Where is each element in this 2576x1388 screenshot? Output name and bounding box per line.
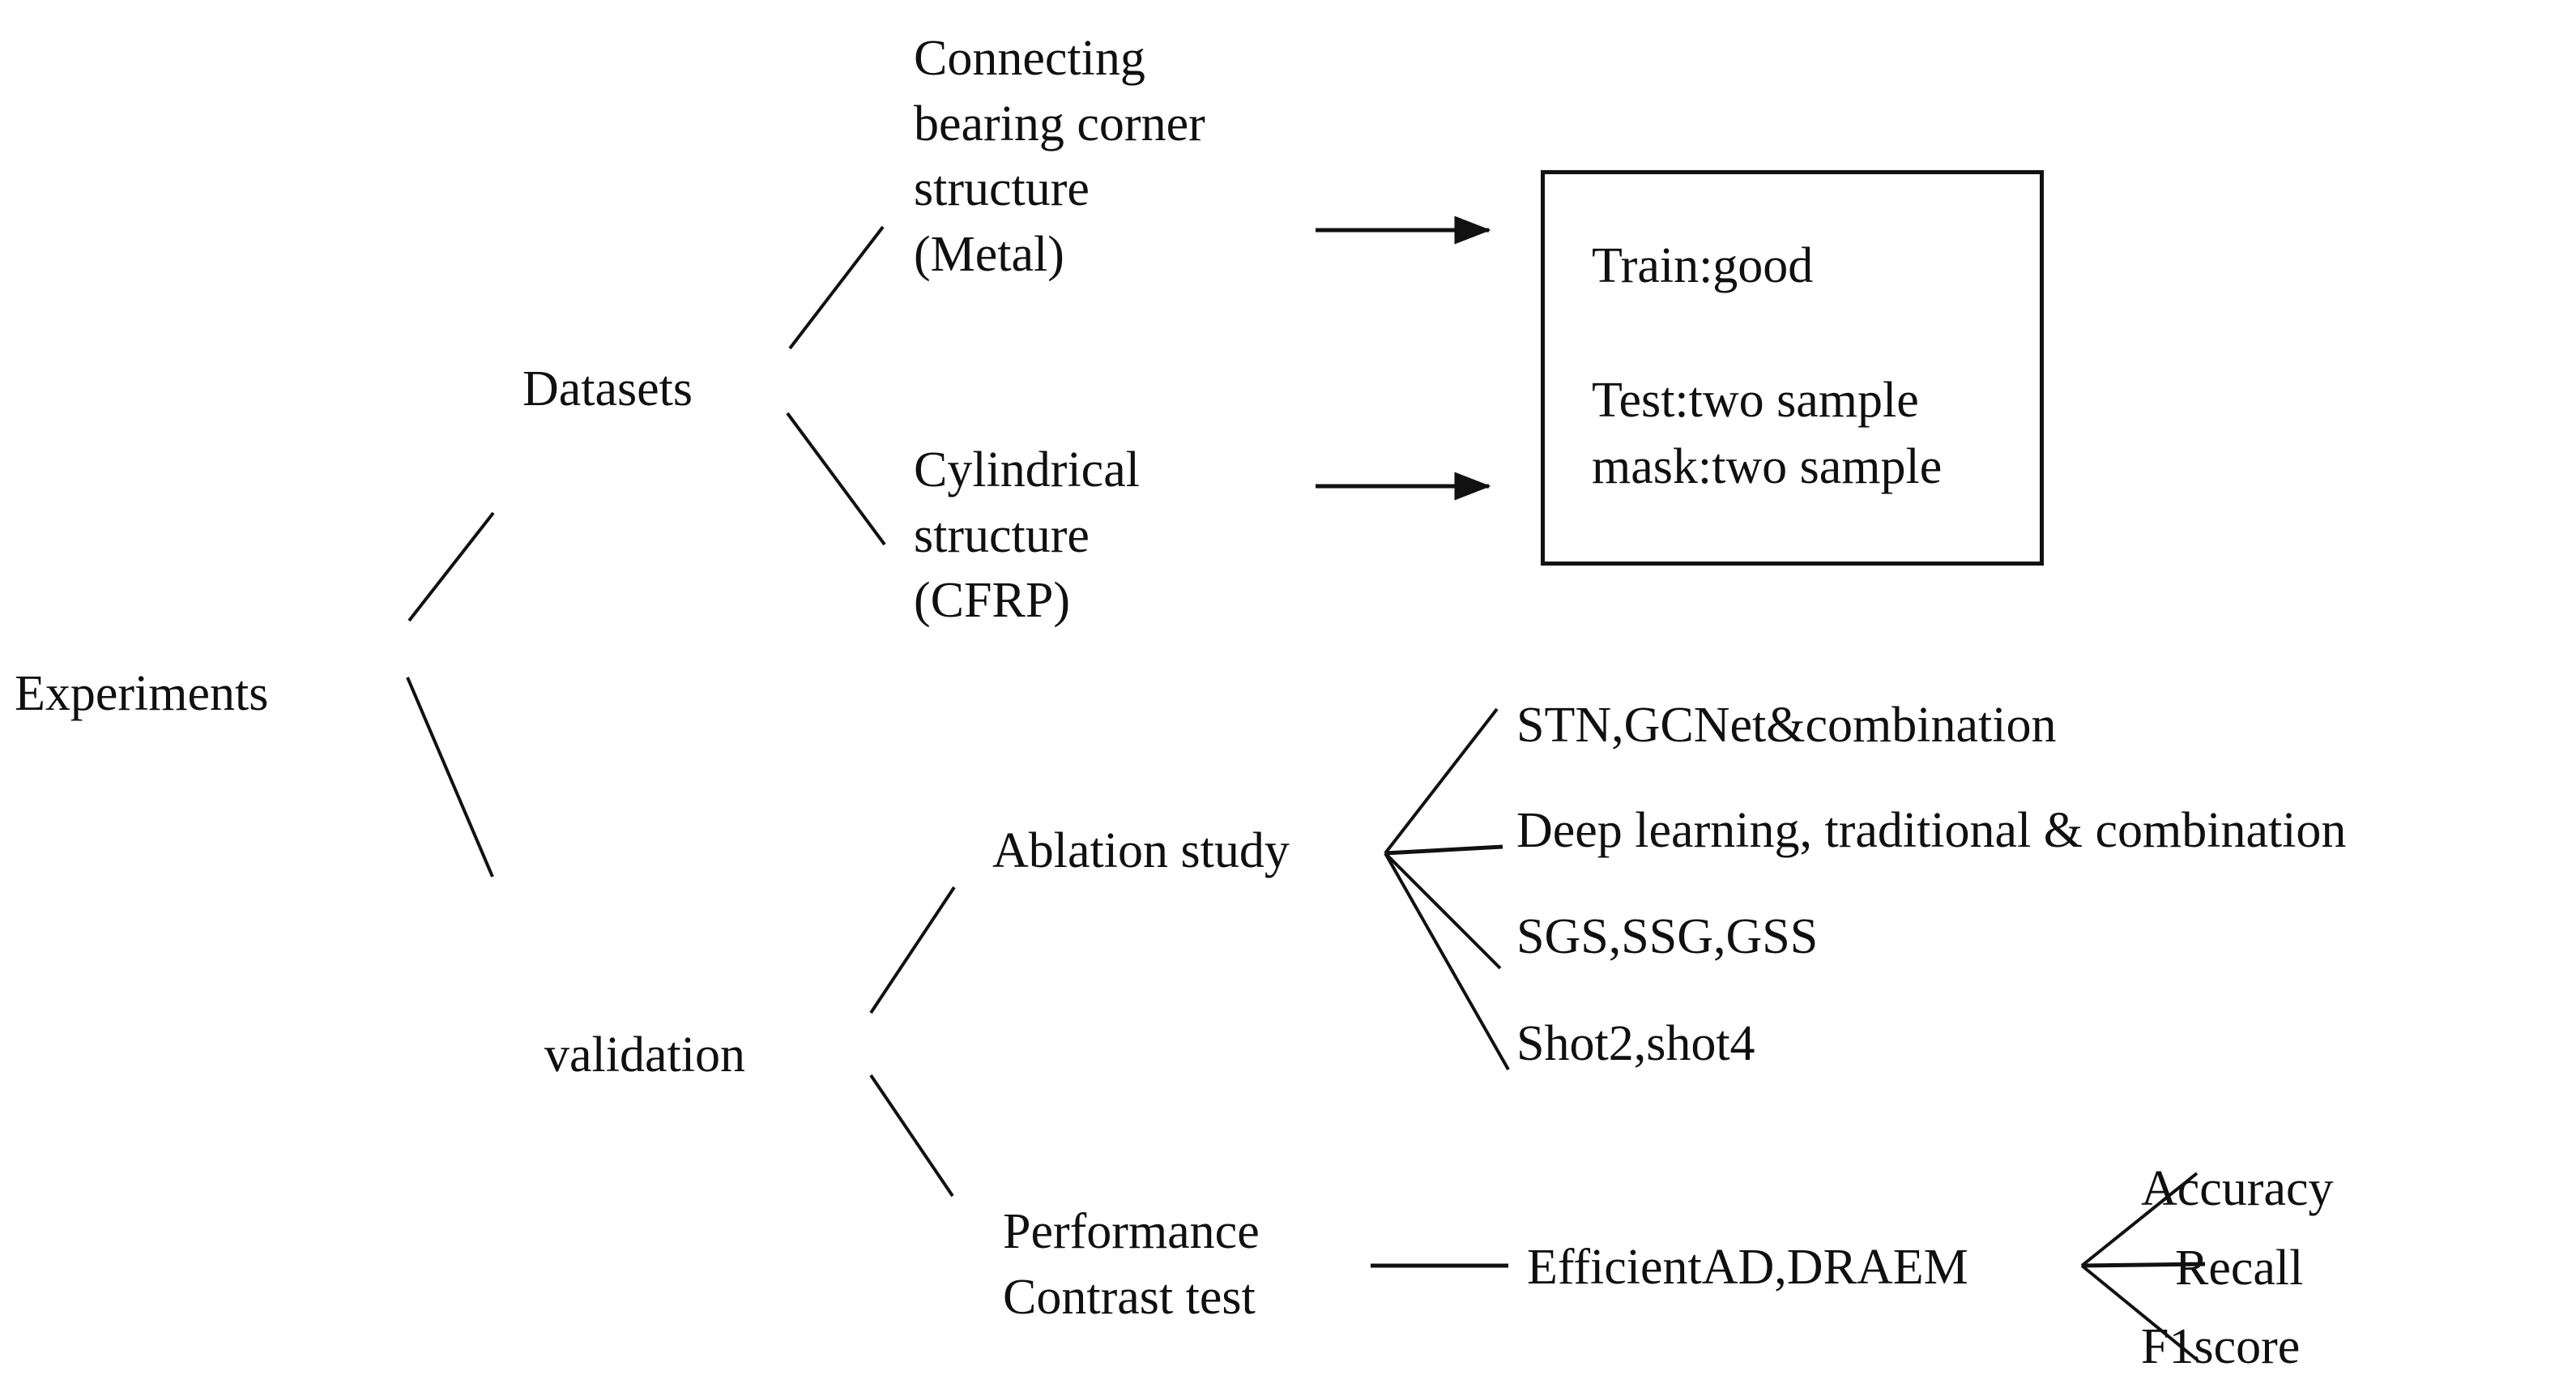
edge-experiments-datasets [407,511,495,622]
node-cylindrical-structure-cfrp: Cylindrical structure (CFRP) [914,442,1140,629]
node-performance-contrast-test: Performance Contrast test [1003,1204,1260,1325]
dataset-box-test-line: Test:two sample [1592,373,1919,428]
edge-datasets-cfrp [786,412,886,546]
edge-datasets-metal [788,225,885,350]
node-experiments: Experiments [15,666,269,721]
edge-validation-ablation [869,886,956,1014]
node-efficientad-draem: EfficientAD,DRAEM [1527,1240,1968,1295]
node-metric-f1score: F1score [2141,1319,2301,1374]
node-sgs-ssg-gss: SGS,SSG,GSS [1516,909,1819,964]
node-shot2-shot4: Shot2,shot4 [1516,1016,1755,1071]
edge-ablation-shot [1384,852,1510,1070]
edge-validation-performance [869,1074,954,1198]
edge-ablation-stn [1384,707,1499,855]
node-metric-accuracy: Accuracy [2141,1161,2334,1216]
node-datasets: Datasets [522,361,693,416]
node-connecting-bearing-corner-structure-metal: Connecting bearing corner structure (Met… [914,31,1205,282]
node-ablation-study: Ablation study [992,823,1290,878]
node-stn-gcnet-combination: STN,GCNet&combination [1516,698,2057,753]
edge-ablation-sgs [1384,852,1502,970]
node-validation: validation [544,1027,745,1083]
dataset-box-mask-line: mask:two sample [1592,439,1943,494]
dataset-split-box: Train:good Test:two sample mask:two samp… [1541,170,2044,566]
edge-experiments-validation [406,677,494,878]
node-metric-recall: Recall [2175,1241,2304,1296]
dataset-box-train-line: Train:good [1592,238,1814,293]
edge-ablation-deep [1384,844,1503,856]
node-deep-learning-traditional-combination: Deep learning, traditional & combination [1516,803,2347,858]
